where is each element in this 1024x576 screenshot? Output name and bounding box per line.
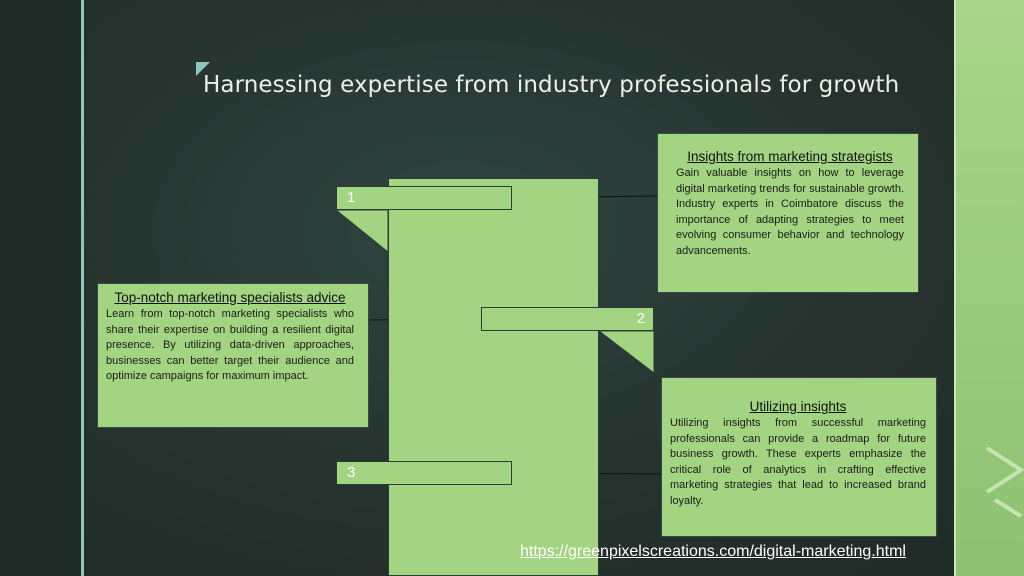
card-body: Gain valuable insights on how to leverag… xyxy=(676,167,904,257)
step-badge-3: 3 xyxy=(336,461,512,485)
right-decorative-strip xyxy=(956,0,1024,576)
title-corner-mark-icon xyxy=(196,62,210,76)
card-utilizing-insights: Utilizing insights Utilizing insights fr… xyxy=(661,377,937,537)
timeline-spine xyxy=(388,178,599,576)
slide-title: Harnessing expertise from industry profe… xyxy=(203,72,900,98)
card-heading: Utilizing insights xyxy=(749,399,847,414)
step-badge-1: 1 xyxy=(336,186,512,210)
step-badge-2: 2 xyxy=(481,307,654,331)
card-body: Utilizing insights from successful marke… xyxy=(670,417,926,507)
chevron-right-icon xyxy=(985,446,1024,518)
step-1-fold xyxy=(336,210,388,252)
card-specialists-advice: Top-notch marketing specialists advice L… xyxy=(97,283,369,428)
card-heading: Top-notch marketing specialists advice xyxy=(114,290,346,305)
left-accent-line xyxy=(81,0,84,576)
footer-link[interactable]: https://greenpixelscreations.com/digital… xyxy=(520,543,906,560)
card-heading: Insights from marketing strategists xyxy=(687,149,893,164)
right-strip-edge xyxy=(954,0,956,576)
card-insights-from-strategists: Insights from marketing strategists Gain… xyxy=(657,133,919,293)
left-panel xyxy=(0,0,84,576)
card-body: Learn from top-notch marketing specialis… xyxy=(106,308,354,382)
step-2-fold xyxy=(599,331,654,373)
